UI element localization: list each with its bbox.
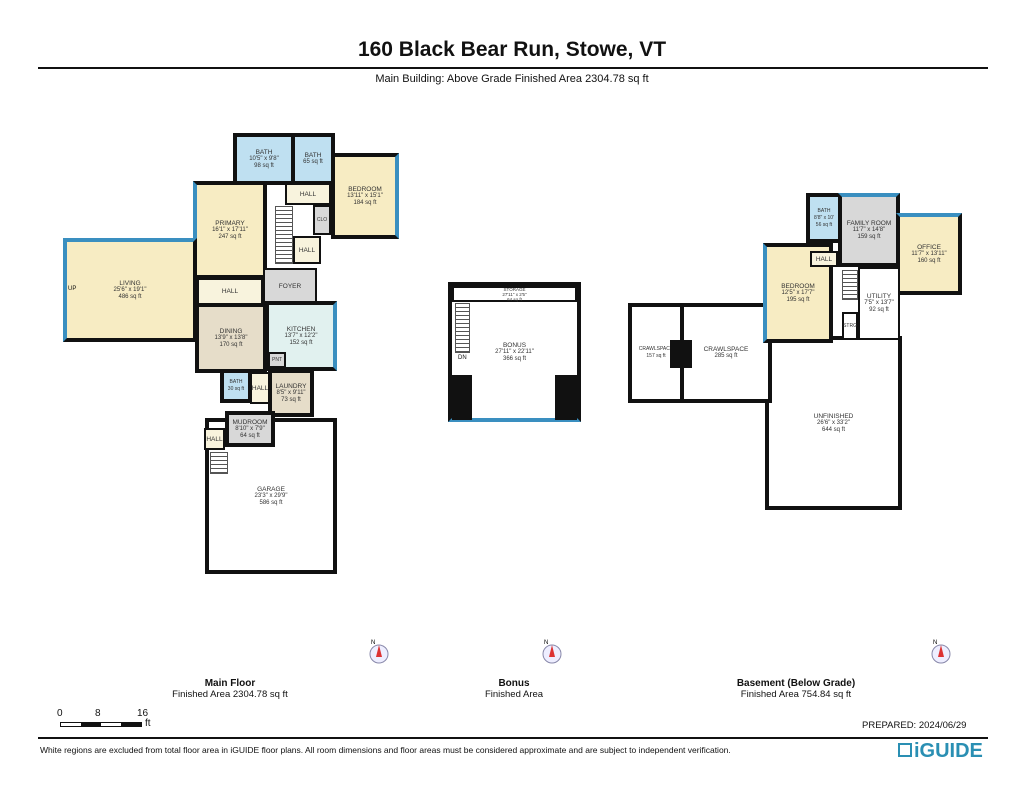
room-hall-3: HALL bbox=[197, 278, 263, 305]
storage: STRG bbox=[842, 312, 858, 340]
dn-label: DN bbox=[458, 355, 467, 361]
up-label: UP bbox=[68, 286, 77, 292]
subtitle: Main Building: Above Grade Finished Area… bbox=[375, 73, 649, 85]
iguide-logo: iGUIDE bbox=[898, 740, 983, 763]
staircase-basement bbox=[842, 270, 858, 300]
compass-icon: N bbox=[369, 640, 389, 664]
svg-text:N: N bbox=[371, 640, 375, 646]
room-hall-2: HALL bbox=[293, 236, 321, 264]
svg-text:N: N bbox=[544, 640, 548, 646]
chimney-block bbox=[670, 340, 692, 368]
disclaimer: White regions are excluded from total fl… bbox=[40, 745, 731, 755]
staircase bbox=[275, 206, 293, 264]
scale-tick: 0 bbox=[57, 708, 63, 719]
closet: CLO bbox=[313, 205, 331, 235]
scale-tick: 16 bbox=[137, 708, 149, 719]
compass-icon: N bbox=[931, 640, 951, 664]
scale-tick: 8 bbox=[95, 708, 101, 719]
logo-icon bbox=[898, 743, 912, 757]
room-hall: HALL bbox=[810, 251, 838, 267]
svg-text:N: N bbox=[933, 640, 937, 646]
wall-block bbox=[555, 375, 577, 420]
pantry: PNT bbox=[268, 352, 286, 368]
divider bbox=[38, 737, 988, 739]
room-hall: HALL bbox=[285, 183, 331, 205]
page-title: 160 Black Bear Run, Stowe, VT bbox=[357, 38, 667, 61]
wall-block bbox=[452, 375, 472, 420]
room-hall-4: HALL bbox=[250, 372, 270, 404]
compass-icon: N bbox=[542, 640, 562, 664]
basement-caption: Basement (Below Grade)Finished Area 754.… bbox=[736, 678, 856, 700]
divider bbox=[38, 67, 988, 69]
room-foyer: FOYER bbox=[263, 268, 317, 305]
prepared-date: PREPARED: 2024/06/29 bbox=[862, 720, 967, 731]
room-hall-5: HALL bbox=[204, 428, 225, 450]
scale-bar-graphic bbox=[60, 722, 142, 727]
staircase-garage bbox=[210, 452, 228, 474]
logo-text: iGUIDE bbox=[914, 740, 983, 762]
scale-unit: ft bbox=[145, 718, 151, 729]
staircase-bonus bbox=[455, 303, 470, 353]
